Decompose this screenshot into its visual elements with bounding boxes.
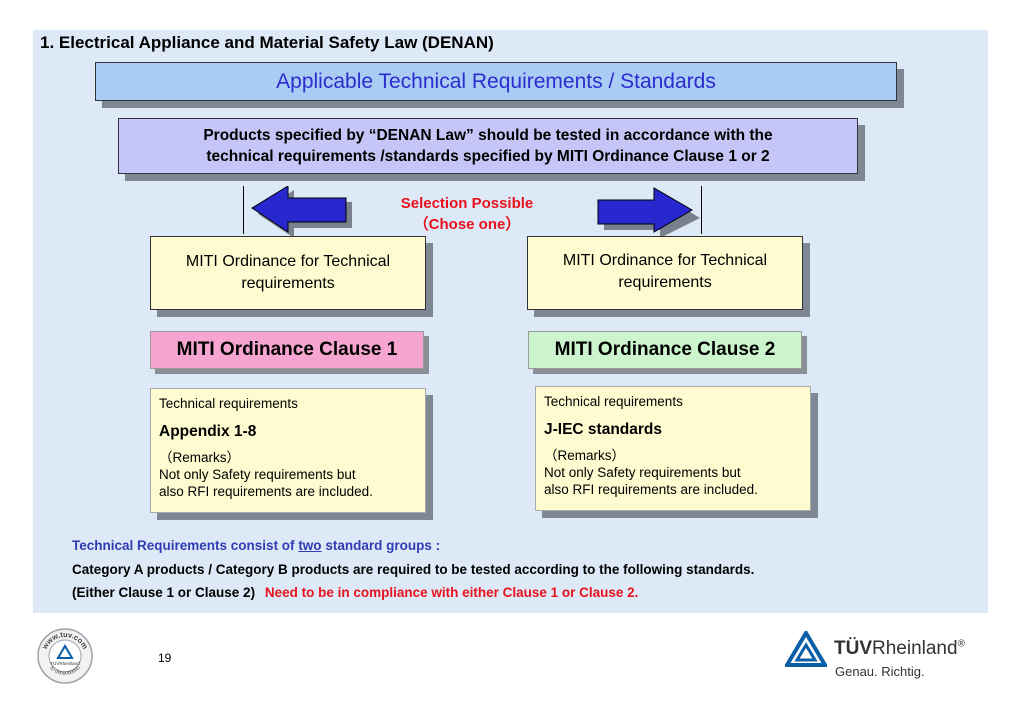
left-arrow-shape bbox=[251, 186, 347, 233]
clause-1-box: MITI Ordinance Clause 1 bbox=[150, 331, 424, 369]
requirements-box-left: Technical requirements Appendix 1-8 （Rem… bbox=[150, 388, 426, 513]
note-line-1-underlined: two bbox=[298, 538, 322, 553]
stamp-mid-text: TÜVRheinland bbox=[50, 660, 80, 666]
logo-triangle-outer bbox=[785, 631, 827, 667]
note-line-3-red: Need to be in compliance with either Cla… bbox=[264, 585, 639, 600]
req-left-remarks-2: also RFI requirements are included. bbox=[159, 484, 373, 499]
req-left-remarks-label: （Remarks） bbox=[159, 450, 241, 465]
req-right-standard: J-IEC standards bbox=[544, 421, 663, 438]
tuv-brand-name: TÜVRheinland® bbox=[834, 638, 965, 660]
note-line-2: Category A products / Category B product… bbox=[72, 562, 755, 577]
tuv-tagline: Genau. Richtig. bbox=[835, 664, 925, 679]
left-arrow-icon bbox=[251, 186, 352, 236]
tuv-stamp-icon: www.tuv.com ID 0000000000 TÜVRheinland bbox=[37, 628, 93, 684]
note-line-1-post: standard groups : bbox=[321, 538, 441, 553]
logo-triangle-inner bbox=[794, 642, 818, 662]
stamp-inner-ring bbox=[48, 639, 82, 673]
page-number: 19 bbox=[158, 651, 172, 665]
req-left-standard: Appendix 1-8 bbox=[159, 423, 257, 440]
connector-line-left bbox=[243, 186, 244, 234]
selection-line-2: （Chose one） bbox=[413, 216, 521, 233]
brand-registered: ® bbox=[957, 638, 965, 650]
ordinance-box-right: MITI Ordinance for Technical requirement… bbox=[527, 236, 803, 310]
note-line-3: (Either Clause 1 or Clause 2) Need to be… bbox=[72, 585, 638, 600]
brand-bold: TÜV bbox=[834, 638, 872, 659]
req-right-remarks-label: （Remarks） bbox=[544, 448, 626, 463]
banner-title: Applicable Technical Requirements / Stan… bbox=[95, 62, 897, 101]
denan-requirement-box: Products specified by “DENAN Law” should… bbox=[118, 118, 858, 174]
note-line-1: Technical Requirements consist of two st… bbox=[72, 538, 440, 553]
selection-line-1: Selection Possible bbox=[400, 195, 534, 212]
denan-line-2: technical requirements /standards specif… bbox=[206, 148, 770, 165]
requirements-box-right: Technical requirements J-IEC standards （… bbox=[535, 386, 811, 511]
stamp-bottom-text: ID 0000000000 bbox=[48, 665, 81, 677]
req-right-title: Technical requirements bbox=[544, 394, 683, 409]
req-right-remarks-2: also RFI requirements are included. bbox=[544, 482, 758, 497]
connector-line-right bbox=[701, 186, 702, 234]
ordinance-box-left: MITI Ordinance for Technical requirement… bbox=[150, 236, 426, 310]
note-line-1-pre: Technical Requirements consist of bbox=[72, 538, 299, 553]
right-arrow-shape bbox=[597, 187, 693, 233]
tuv-triangle-logo-icon bbox=[785, 631, 827, 667]
req-left-title: Technical requirements bbox=[159, 396, 298, 411]
req-left-remarks-1: Not only Safety requirements but bbox=[159, 467, 356, 482]
page-heading: 1. Electrical Appliance and Material Saf… bbox=[40, 33, 494, 52]
denan-line-1: Products specified by “DENAN Law” should… bbox=[203, 127, 773, 144]
brand-regular: Rheinland bbox=[872, 638, 958, 659]
note-line-3-black: (Either Clause 1 or Clause 2) bbox=[72, 585, 256, 600]
stamp-triangle bbox=[56, 644, 74, 659]
clause-2-box: MITI Ordinance Clause 2 bbox=[528, 331, 802, 369]
selection-note: Selection Possible （Chose one） bbox=[360, 193, 574, 235]
right-arrow-icon bbox=[597, 187, 700, 238]
req-right-remarks-1: Not only Safety requirements but bbox=[544, 465, 741, 480]
